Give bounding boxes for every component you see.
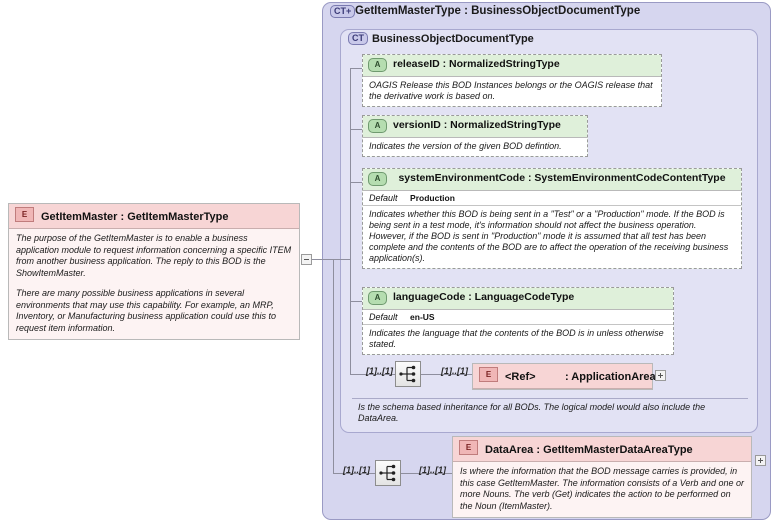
connector-left-to-panel [312, 259, 350, 260]
attribute-doc-versionid: Indicates the version of the given BOD d… [363, 138, 587, 156]
complex-type-badge[interactable]: CT+ [330, 5, 356, 18]
attr-tree-branch-releaseid [350, 68, 362, 69]
element-type-label: : ApplicationArea [565, 371, 656, 383]
element-doc-paragraph-1: The purpose of the GetItemMaster is to e… [16, 233, 292, 278]
element-box-dataarea[interactable]: E DataArea : GetItemMasterDataAreaType I… [452, 436, 752, 518]
attribute-box-releaseid[interactable]: A releaseID : NormalizedStringType OAGIS… [362, 54, 662, 107]
attribute-badge-icon: A [368, 58, 387, 72]
attribute-default-languagecode: Default en-US [363, 310, 673, 325]
attribute-box-systemenvironmentcode[interactable]: A systemEnvironmentCode : SystemEnvironm… [362, 168, 742, 269]
inner-complex-type-badge[interactable]: CT [348, 32, 368, 45]
sequence-icon [379, 464, 396, 482]
sequence-compositor-icon-top[interactable] [395, 361, 421, 387]
sequence-compositor-icon-bottom[interactable] [375, 460, 401, 486]
attribute-header-versionid: A versionID : NormalizedStringType [363, 116, 587, 138]
cardinality-label-seq-bottom: [1]..[1] [343, 465, 370, 475]
default-value: en-US [410, 312, 435, 322]
element-badge-icon: E [479, 367, 498, 382]
attr-tree-trunk [350, 68, 351, 309]
element-doc-paragraph-1: Is where the information that the BOD me… [460, 466, 744, 511]
default-value: Production [410, 193, 455, 203]
attr-tree-branch-versionid [350, 129, 362, 130]
inner-complex-type-title: BusinessObjectDocumentType [372, 33, 534, 45]
inheritance-note: Is the schema based inheritance for all … [352, 398, 748, 428]
attr-tree-branch-langcode [350, 301, 362, 302]
element-title-dataarea: DataArea : GetItemMasterDataAreaType [485, 444, 693, 456]
attribute-header-releaseid: A releaseID : NormalizedStringType [363, 55, 661, 77]
element-header-dataarea: E DataArea : GetItemMasterDataAreaType [453, 437, 751, 462]
attribute-box-languagecode[interactable]: A languageCode : LanguageCodeType Defaul… [362, 287, 674, 355]
element-box-applicationarea[interactable]: E <Ref> : ApplicationArea [472, 363, 656, 390]
element-title-applicationarea: <Ref> : ApplicationArea [505, 371, 656, 383]
connector-seq-top-stub [350, 309, 351, 374]
attribute-doc-languagecode: Indicates the language that the contents… [363, 325, 673, 354]
attribute-box-versionid[interactable]: A versionID : NormalizedStringType Indic… [362, 115, 588, 157]
complex-type-title: GetItemMasterType : BusinessObjectDocume… [355, 5, 641, 17]
attribute-doc-systemenvironmentcode: Indicates whether this BOD is being sent… [363, 206, 741, 268]
connector-seq-bottom-left [333, 473, 375, 474]
attribute-title-systemenvironmentcode: systemEnvironmentCode : SystemEnvironmen… [398, 172, 726, 184]
cardinality-label-dataarea: [1]..[1] [419, 465, 446, 475]
default-label: Default [369, 193, 398, 203]
attribute-badge-icon: A [368, 291, 387, 305]
element-doc-getitemmaster: The purpose of the GetItemMaster is to e… [9, 229, 299, 339]
element-header-applicationarea: E <Ref> : ApplicationArea [473, 364, 656, 389]
attribute-title-versionid: versionID : NormalizedStringType [393, 119, 561, 131]
element-doc-paragraph-2: There are many possible business applica… [16, 288, 276, 333]
attribute-badge-icon: A [368, 172, 387, 186]
cardinality-label-applicationarea: [1]..[1] [441, 366, 468, 376]
element-badge-icon: E [459, 440, 478, 455]
attribute-badge-icon: A [368, 119, 387, 133]
expand-plus-icon-dataarea[interactable] [755, 455, 766, 466]
connector-seq-top-left [350, 374, 395, 375]
attribute-header-languagecode: A languageCode : LanguageCodeType [363, 288, 673, 310]
element-header-getitemmaster: E GetItemMaster : GetItemMasterType [9, 204, 299, 229]
element-ref-label: <Ref> [505, 371, 536, 383]
connector-seq-bottom-right [401, 473, 452, 474]
connector-panel-vertical [333, 259, 334, 474]
sequence-icon [399, 365, 416, 383]
attribute-doc-releaseid: OAGIS Release this BOD Instances belongs… [363, 77, 661, 106]
attribute-header-systemenvironmentcode: A systemEnvironmentCode : SystemEnvironm… [363, 169, 741, 191]
default-label: Default [369, 312, 398, 322]
attribute-title-releaseid: releaseID : NormalizedStringType [393, 58, 560, 70]
attribute-default-systemenvironmentcode: Default Production [363, 191, 741, 206]
element-title-getitemmaster: GetItemMaster : GetItemMasterType [41, 211, 229, 223]
element-badge-icon: E [15, 207, 34, 222]
attr-tree-branch-sysenv [350, 182, 362, 183]
attribute-title-languagecode: languageCode : LanguageCodeType [393, 291, 575, 303]
cardinality-label-seq-top: [1]..[1] [366, 366, 393, 376]
connector-seq-top-right [421, 374, 472, 375]
collapse-minus-icon-getitemmaster[interactable] [301, 254, 312, 265]
expand-plus-icon-applicationarea[interactable] [655, 370, 666, 381]
element-box-getitemmaster[interactable]: E GetItemMaster : GetItemMasterType The … [8, 203, 300, 340]
element-doc-dataarea: Is where the information that the BOD me… [453, 462, 751, 517]
